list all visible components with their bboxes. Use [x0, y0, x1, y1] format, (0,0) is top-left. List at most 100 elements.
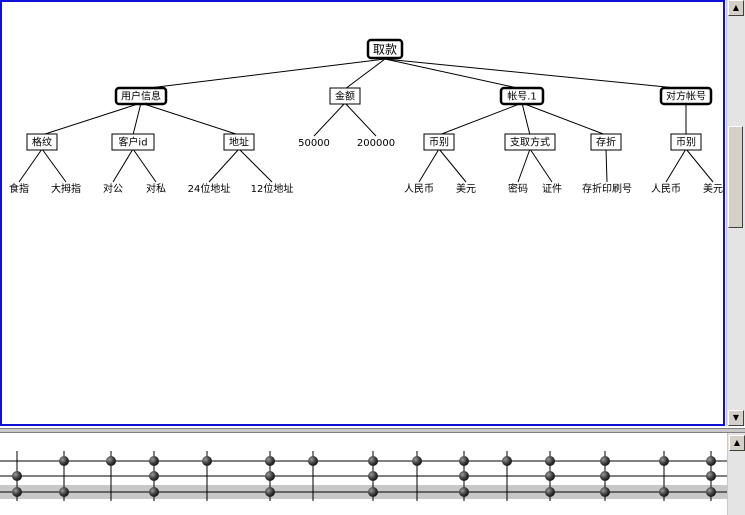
- edge-l1-2-1: [521, 102, 531, 136]
- edge-root-3: [384, 58, 687, 90]
- edge-l2-0-2-1: [238, 148, 273, 183]
- leaf-0-2-0[interactable]: 24位地址: [188, 182, 231, 195]
- timeline-dot-track-1-13[interactable]: [706, 456, 716, 466]
- edge-l2-2-2-0: [605, 148, 608, 183]
- edge-l2-0-0-1: [41, 148, 67, 183]
- node-l1-3-box: [659, 86, 713, 106]
- leaf-2-0-0[interactable]: 人民币: [404, 183, 434, 195]
- node-l2-2-2-box: [590, 133, 622, 151]
- timeline-dot-track-1-2[interactable]: [149, 456, 159, 466]
- timeline-dot-track-3-9[interactable]: [706, 487, 716, 497]
- node-l2-0-0-box: [26, 133, 58, 151]
- node-l1-0-label: 用户信息: [121, 90, 161, 103]
- timeline-pane[interactable]: [0, 433, 727, 515]
- leaf-2-0-1[interactable]: 美元: [456, 182, 476, 195]
- timeline-dot-track-3-4[interactable]: [368, 487, 378, 497]
- node-l2-0-1-label: 客户id: [118, 136, 147, 149]
- leaf-0-0-0[interactable]: 食指: [9, 182, 29, 195]
- leaf-3-0-0[interactable]: 人民币: [651, 183, 681, 195]
- tree-pane[interactable]: 取款用户信息格纹食指 大拇指 客户id 对公 对私 地址 24位地址 12位地址 金额 50000…: [0, 0, 725, 426]
- leaf-l1-1-1[interactable]: 200000: [357, 138, 395, 149]
- scroll-thumb[interactable]: [728, 126, 743, 228]
- timeline-dot-track-1-5[interactable]: [308, 456, 318, 466]
- node-l1-1-box: [329, 87, 361, 105]
- edge-root-2: [384, 58, 523, 90]
- node-l2-0-2-box: [223, 133, 255, 151]
- timeline-dot-track-1-0[interactable]: [59, 456, 69, 466]
- node-l1-1[interactable]: 金额: [329, 87, 361, 105]
- scroll-up-button[interactable]: ▲: [728, 0, 744, 16]
- leaf-2-1-1[interactable]: 证件: [542, 183, 562, 195]
- timeline-dot-track-1-10[interactable]: [545, 456, 555, 466]
- timeline-dot-track-1-9[interactable]: [502, 456, 512, 466]
- leaf-2-2-0[interactable]: 存折印刷号: [582, 182, 632, 195]
- node-l1-0[interactable]: 用户信息: [114, 86, 168, 106]
- edge-l2-3-0-1: [685, 148, 714, 183]
- timeline-dot-track-2-1[interactable]: [149, 471, 159, 481]
- node-l2-3-0[interactable]: 币别: [670, 133, 702, 151]
- node-l2-0-0[interactable]: 格纹: [26, 133, 58, 151]
- leaf-0-0-1[interactable]: 大拇指: [51, 182, 81, 195]
- leaf-2-1-0[interactable]: 密码: [508, 182, 528, 195]
- timeline-scroll-up-button[interactable]: ▲: [729, 435, 745, 451]
- node-l2-0-0-label: 格纹: [32, 136, 52, 149]
- timeline-dot-track-1-12[interactable]: [659, 456, 669, 466]
- node-l2-0-2[interactable]: 地址: [223, 133, 255, 151]
- timeline-dot-track-3-8[interactable]: [659, 487, 669, 497]
- timeline-dot-track-1-11[interactable]: [600, 456, 610, 466]
- node-l2-2-1[interactable]: 支取方式: [504, 133, 556, 151]
- timeline-dot-track-2-5[interactable]: [545, 471, 555, 481]
- timeline-dot-track-1-8[interactable]: [459, 456, 469, 466]
- scroll-down-button[interactable]: ▼: [728, 410, 744, 426]
- timeline-vertical-scrollbar[interactable]: ▲: [727, 433, 745, 515]
- node-l1-3[interactable]: 对方帐号: [659, 86, 713, 106]
- timeline-dot-track-2-0[interactable]: [12, 471, 22, 481]
- node-l2-2-2[interactable]: 存折: [590, 133, 622, 151]
- timeline-dot-track-2-2[interactable]: [265, 471, 275, 481]
- edge-l1-leaf-1-0: [313, 102, 346, 137]
- timeline-dot-track-1-7[interactable]: [412, 456, 422, 466]
- edge-l2-2-0-0: [418, 148, 440, 183]
- timeline-dot-track-2-7[interactable]: [706, 471, 716, 481]
- node-l2-2-1-label: 支取方式: [510, 136, 550, 149]
- timeline-dot-track-3-0[interactable]: [12, 487, 22, 497]
- tree-vertical-scrollbar[interactable]: ▲ ▼: [726, 0, 745, 426]
- timeline-dot-track-1-6[interactable]: [368, 456, 378, 466]
- edge-l2-2-1-1: [529, 148, 553, 183]
- timeline-dot-track-3-3[interactable]: [265, 487, 275, 497]
- timeline-dot-track-3-6[interactable]: [545, 487, 555, 497]
- leaf-3-0-1[interactable]: 美元: [703, 182, 723, 195]
- timeline-dot-track-1-4[interactable]: [265, 456, 275, 466]
- timeline-dot-track-2-6[interactable]: [600, 471, 610, 481]
- node-l1-2[interactable]: 帐号.1: [499, 86, 545, 106]
- timeline-dot-track-1-3[interactable]: [202, 456, 212, 466]
- arrow-down-icon: ▼: [732, 413, 740, 422]
- node-l1-2-box: [499, 86, 545, 106]
- timeline-dot-track-1-1[interactable]: [106, 456, 116, 466]
- timeline-dot-track-3-1[interactable]: [59, 487, 69, 497]
- node-l1-0-box: [114, 86, 168, 106]
- timeline-dot-track-3-2[interactable]: [149, 487, 159, 497]
- timeline-dot-track-3-5[interactable]: [459, 487, 469, 497]
- root-node[interactable]: 取款: [366, 38, 404, 60]
- node-l2-2-0[interactable]: 币别: [423, 133, 455, 151]
- node-l2-0-1[interactable]: 客户id: [111, 133, 155, 151]
- timeline-dot-track-2-4[interactable]: [459, 471, 469, 481]
- edge-root-0: [140, 58, 386, 90]
- edge-l1-2-2: [521, 102, 607, 136]
- leaf-0-1-0[interactable]: 对公: [103, 182, 123, 195]
- node-l1-1-label: 金额: [335, 90, 355, 103]
- pane-splitter[interactable]: [0, 428, 745, 433]
- node-l1-2-label: 帐号.1: [507, 90, 537, 103]
- leaf-0-1-1[interactable]: 对私: [146, 182, 166, 195]
- leaf-l1-1-0[interactable]: 50000: [298, 138, 330, 149]
- node-l2-2-0-box: [423, 133, 455, 151]
- leaf-0-2-1[interactable]: 12位地址: [251, 182, 294, 195]
- timeline-dot-track-3-7[interactable]: [600, 487, 610, 497]
- edge-l2-3-0-0: [665, 148, 687, 183]
- edge-l1-0-2: [140, 102, 240, 136]
- edge-root-1: [344, 58, 386, 90]
- timeline-dot-track-2-3[interactable]: [368, 471, 378, 481]
- node-l2-0-1-box: [111, 133, 155, 151]
